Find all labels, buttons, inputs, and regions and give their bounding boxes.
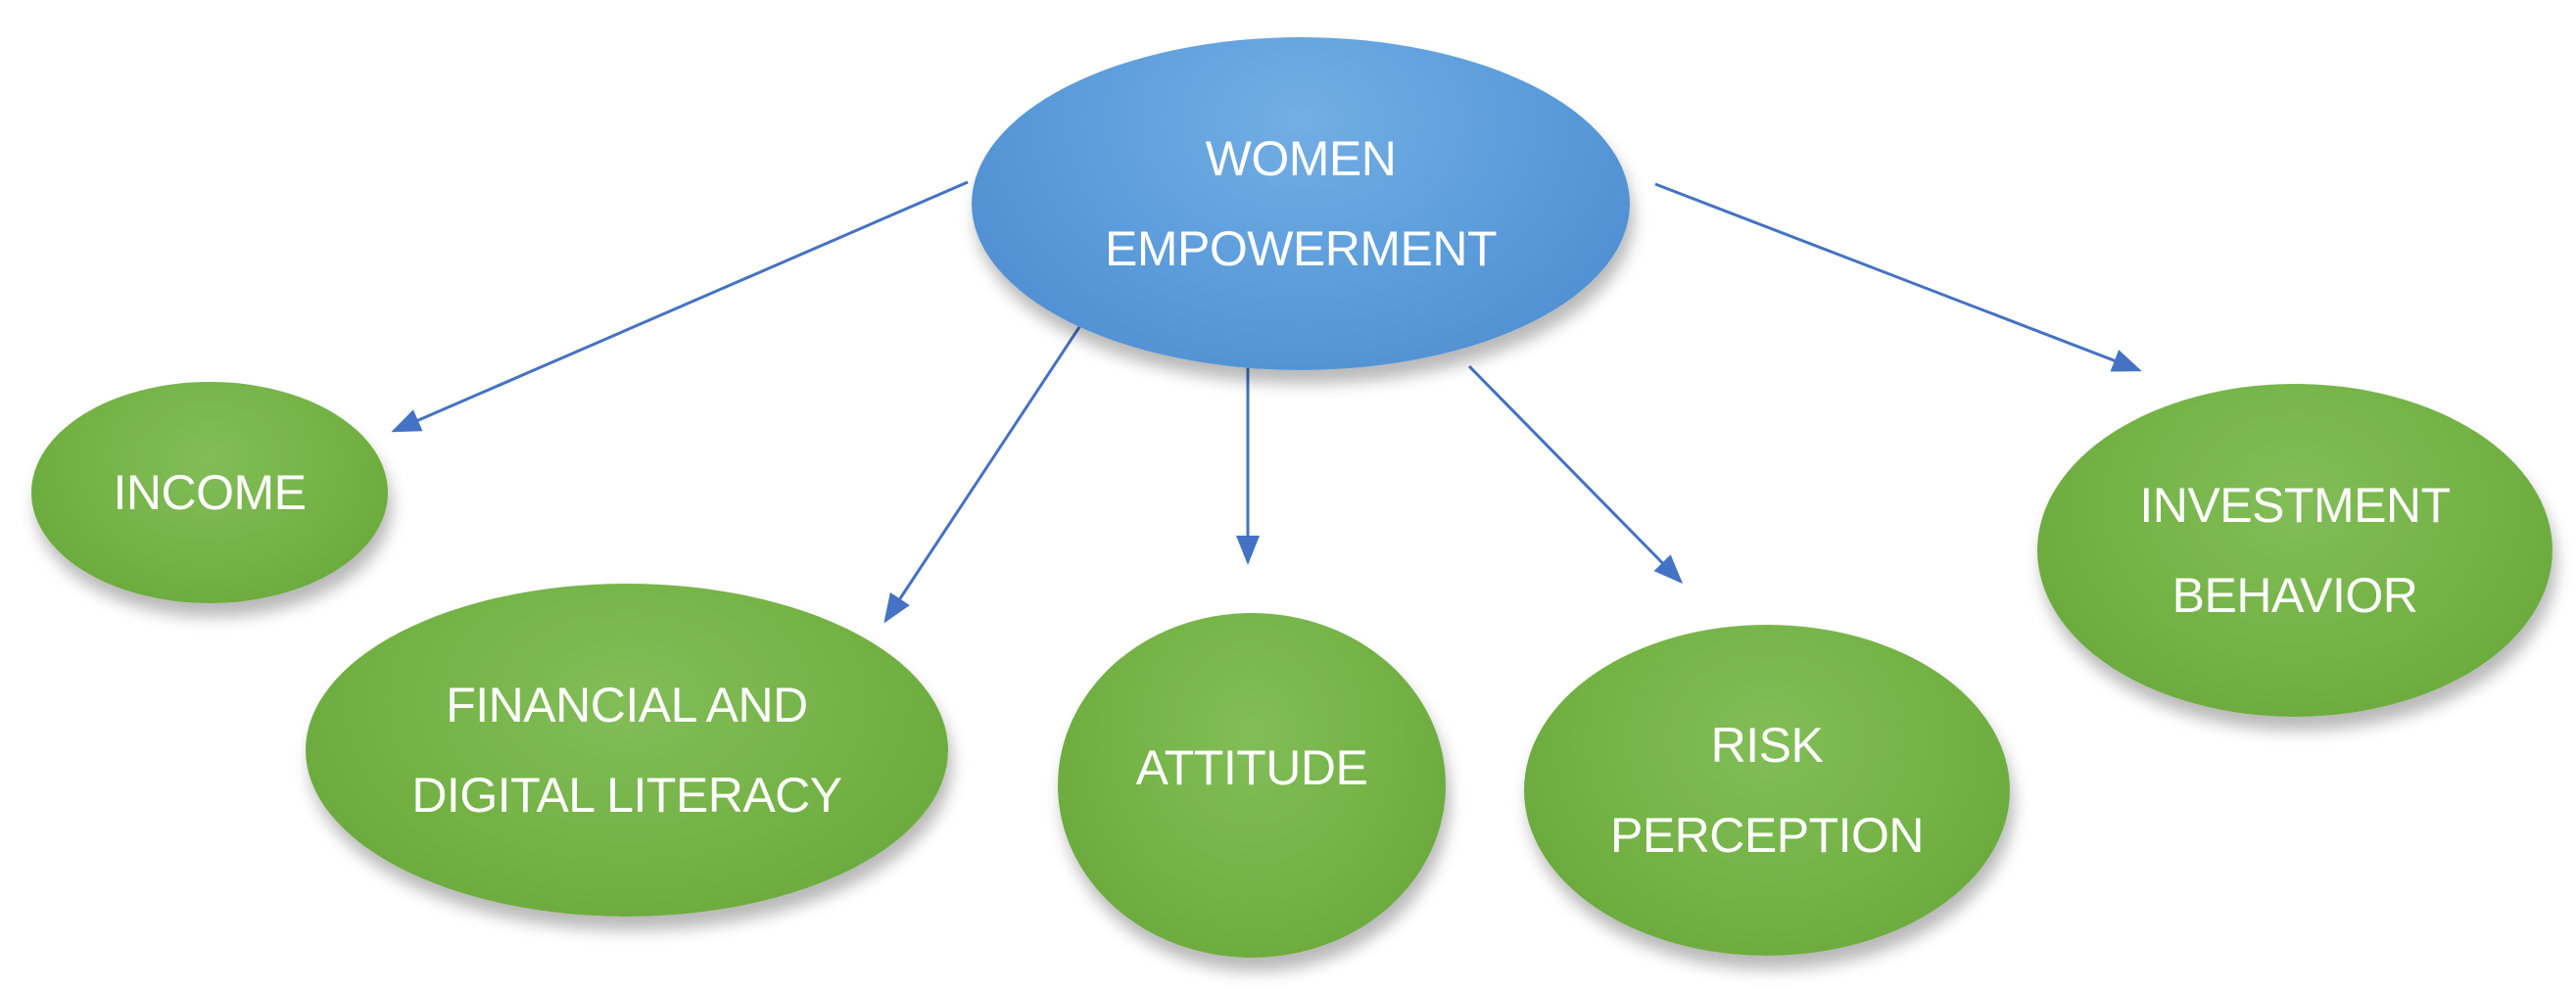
attitude-node: ATTITUDE xyxy=(1058,613,1446,958)
investment-behavior-node: INVESTMENT BEHAVIOR xyxy=(2037,384,2552,717)
financial-digital-literacy-label-line-1: FINANCIAL AND xyxy=(446,678,808,732)
arrow-center-to-financial-literacy xyxy=(883,326,1081,624)
financial-digital-literacy-node: FINANCIAL AND DIGITAL LITERACY xyxy=(306,584,948,917)
arrow-center-to-risk-perception xyxy=(1467,364,1684,585)
women-empowerment-node: WOMEN EMPOWERMENT xyxy=(972,37,1630,370)
women-empowerment-label-line-2: EMPOWERMENT xyxy=(1104,221,1498,276)
women-empowerment-label-line-1: WOMEN xyxy=(1205,131,1397,186)
arrow-center-to-investment-behavior xyxy=(1654,182,2142,372)
risk-perception-node: RISK PERCEPTION xyxy=(1524,625,2010,956)
investment-behavior-label-line-2: BEHAVIOR xyxy=(2171,568,2418,623)
risk-perception-label-line-2: PERCEPTION xyxy=(1609,808,1925,863)
attitude-label: ATTITUDE xyxy=(1135,740,1368,795)
income-node: INCOME xyxy=(31,382,388,603)
arrow-center-to-income xyxy=(391,180,969,433)
income-label: INCOME xyxy=(113,465,308,520)
financial-digital-literacy-label-line-2: DIGITAL LITERACY xyxy=(411,768,842,823)
risk-perception-label-line-1: RISK xyxy=(1710,718,1824,773)
investment-behavior-label-line-1: INVESTMENT xyxy=(2139,478,2451,533)
